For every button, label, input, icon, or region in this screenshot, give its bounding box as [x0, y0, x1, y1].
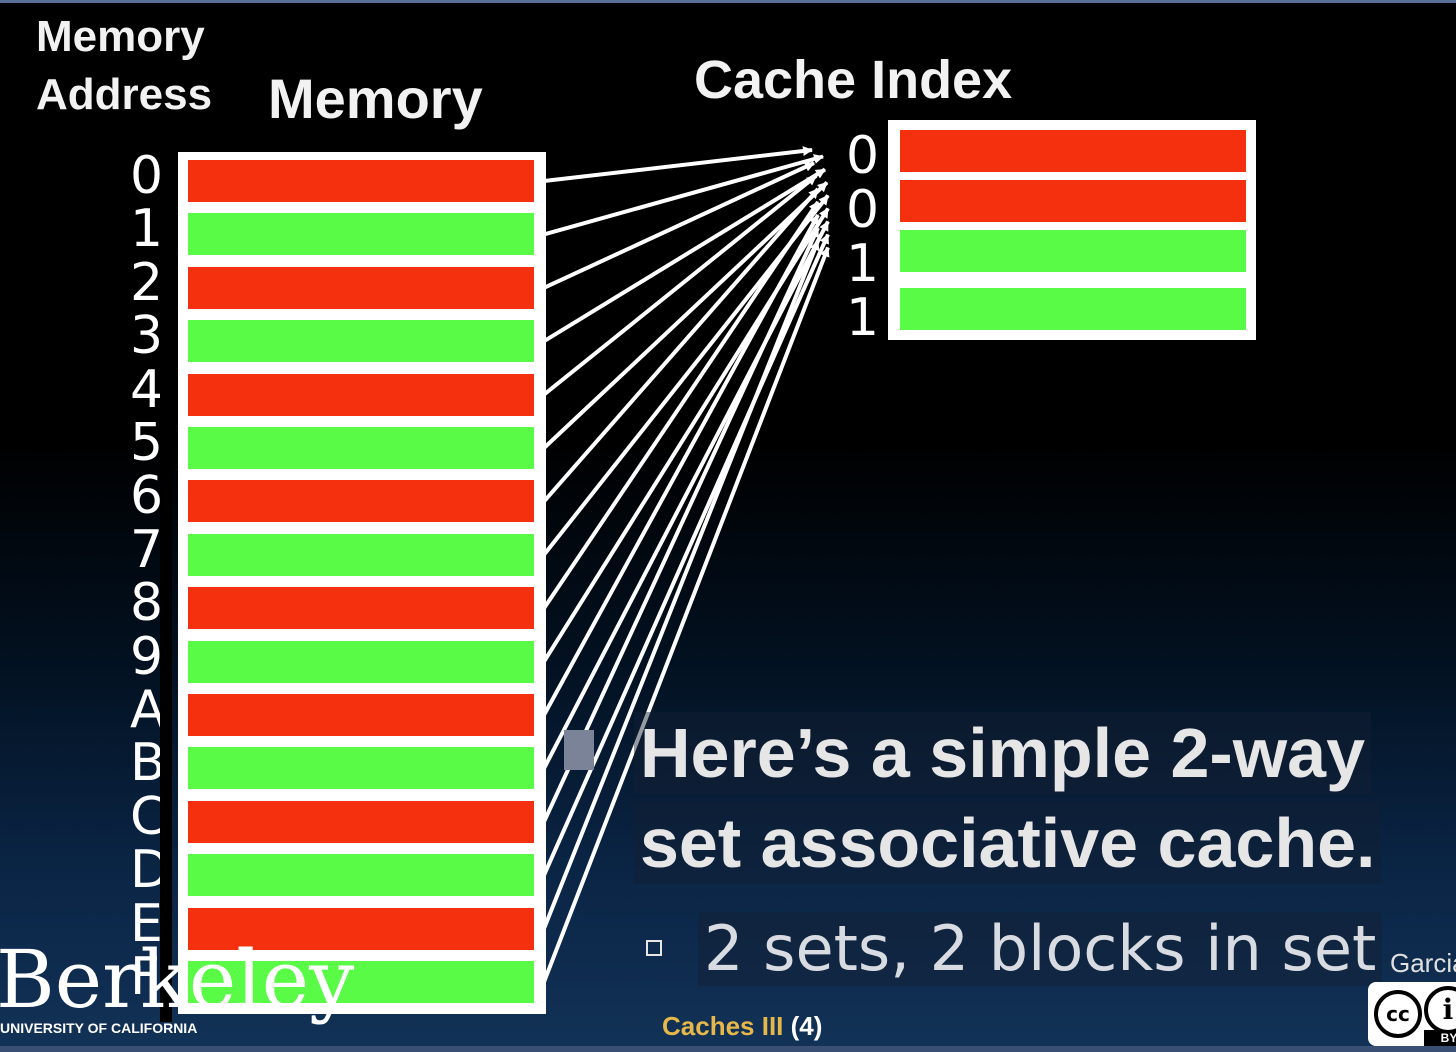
mapping-arrow [542, 187, 820, 503]
mapping-arrow [542, 167, 827, 343]
memory-blocks [178, 152, 546, 1014]
memory-block [188, 266, 534, 309]
memory-block [188, 587, 534, 630]
memory-address-label: B [130, 735, 166, 792]
memory-block [188, 694, 534, 736]
mapping-arrow [543, 161, 815, 290]
memory-address-label: 4 [130, 361, 164, 418]
cache-block [900, 288, 1246, 330]
mapping-arrow [542, 220, 830, 770]
memory-address-label: F [130, 949, 160, 1005]
slide-footer: Caches III (4) [662, 1010, 822, 1042]
cache-index-label: 1 [846, 288, 880, 348]
footer-page-number: (4) [790, 1011, 823, 1041]
memory-block [188, 533, 534, 576]
memory-block [188, 854, 534, 897]
memory-address-label: 6 [130, 468, 164, 525]
mapping-arrow [542, 227, 820, 823]
berkeley-logo-subtitle: UNIVERSITY OF CALIFORNIA [0, 1020, 198, 1036]
mapping-arrow [542, 214, 820, 716]
mapping-arrow [543, 146, 813, 183]
bottom-rule [0, 1046, 1456, 1052]
memory-block [188, 213, 534, 256]
memory-address-label: E [130, 895, 163, 952]
cache-block [900, 180, 1246, 222]
author-name: Garcia [1390, 948, 1456, 978]
bullet-marker [564, 730, 594, 770]
attribution-icon: i [1424, 986, 1456, 1034]
sub-bullet-marker [646, 940, 662, 956]
memory-address-label: 5 [130, 415, 164, 471]
memory-address-label: 1 [130, 201, 164, 258]
cc-icon: cc [1374, 990, 1422, 1038]
memory-address-label: 9 [130, 628, 164, 685]
license-badge: BY [1424, 1030, 1456, 1046]
memory-block [188, 320, 534, 363]
top-rule [0, 0, 1456, 3]
memory-block [188, 640, 534, 683]
memory-block [188, 427, 534, 469]
memory-block [188, 480, 534, 523]
memory-block [188, 160, 534, 202]
mapping-arrow [542, 240, 820, 930]
memory-block [188, 907, 534, 950]
footer-title: Caches III [662, 1011, 784, 1041]
memory-block [188, 961, 534, 1003]
memory-address-header: Memory Address [36, 8, 236, 124]
memory-header: Memory [268, 67, 483, 130]
memory-address-label: 3 [130, 308, 164, 365]
memory-block [188, 373, 534, 416]
memory-address-header-text: Memory Address [36, 12, 213, 119]
cache-index-header: Cache Index [694, 50, 1013, 110]
memory-block [188, 747, 534, 790]
address-column-divider [160, 150, 172, 1022]
cache-index-label: 0 [846, 180, 880, 240]
mapping-arrow [542, 246, 830, 983]
mapping-arrow [543, 154, 824, 237]
memory-address-label: A [130, 682, 166, 738]
memory-address-label: 2 [130, 254, 164, 311]
memory-address-label: 8 [130, 575, 164, 632]
berkeley-logo: Berkeley [0, 933, 355, 1026]
sub-bullet: 2 sets, 2 blocks in set [698, 912, 1383, 986]
main-bullet-line-2: set associative cache. [634, 802, 1382, 884]
memory-address-label: 0 [130, 148, 164, 204]
mapping-arrow [542, 181, 829, 450]
cache-blocks [888, 120, 1256, 340]
mapping-arrow [542, 200, 820, 610]
cache-block [900, 130, 1246, 172]
mapping-arrow [542, 174, 818, 397]
memory-address-label: 7 [130, 521, 164, 578]
main-bullet-line-1: Here’s a simple 2-way [634, 712, 1372, 794]
cache-block [900, 230, 1246, 272]
memory-block [188, 800, 534, 843]
cache-index-label: 1 [846, 234, 880, 294]
creative-commons-icon: cc i BY [1368, 982, 1456, 1046]
cache-index-label: 0 [846, 126, 880, 186]
